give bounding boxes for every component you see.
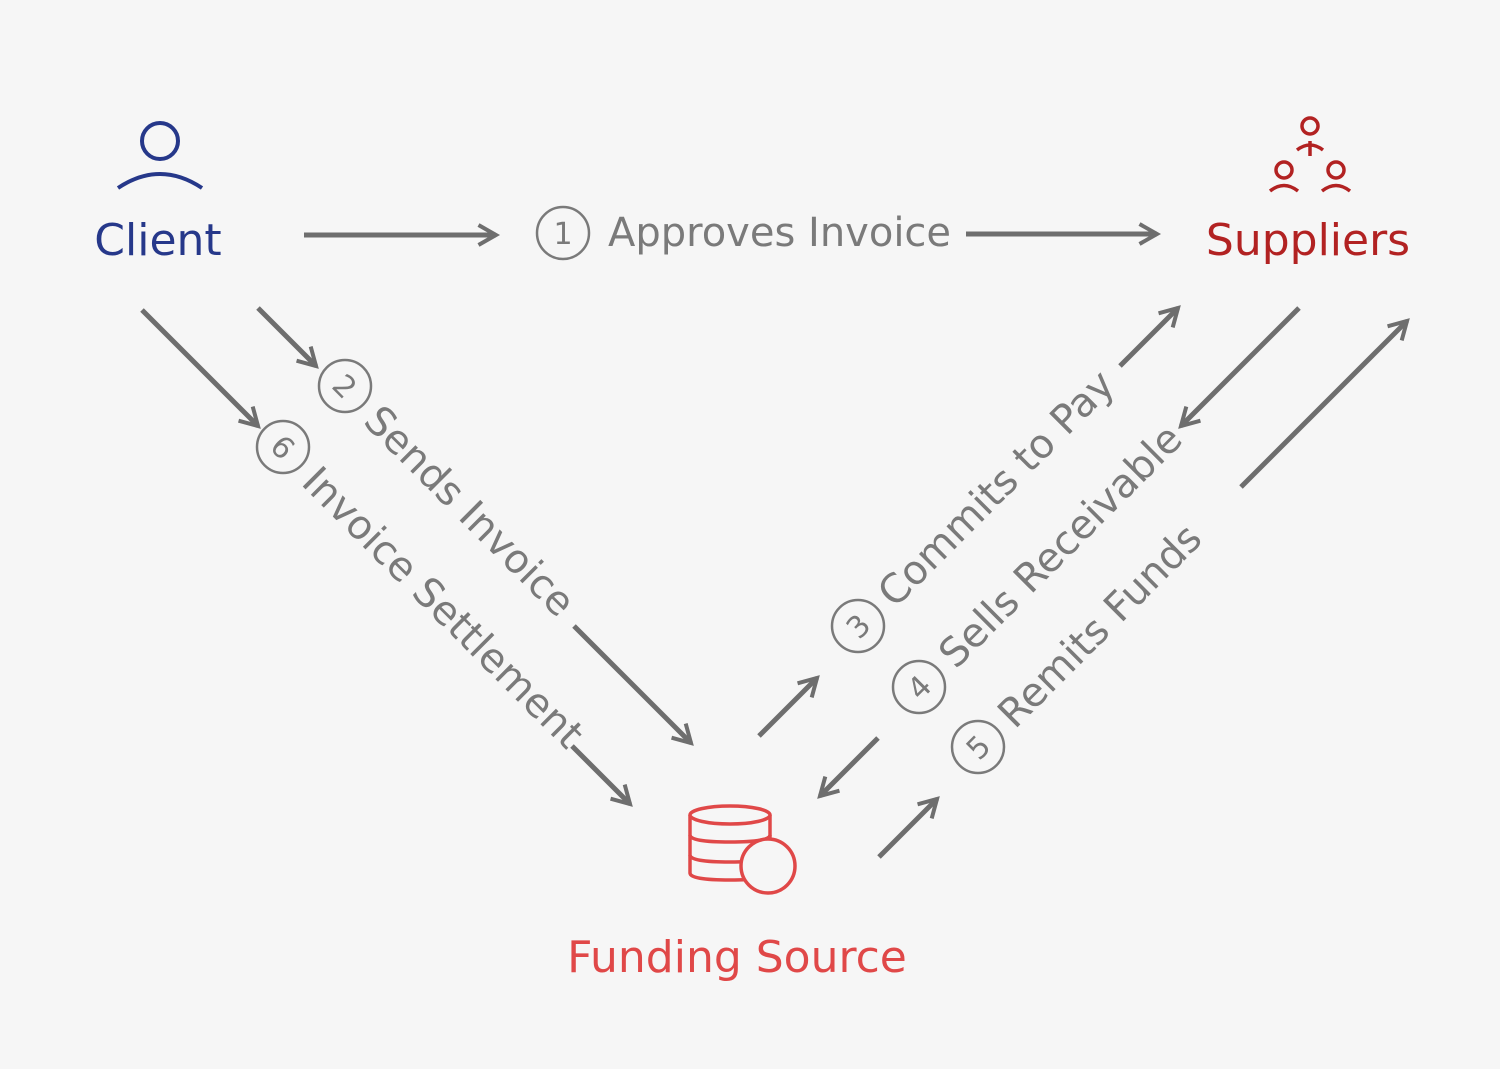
step-3-number: 3 [840, 608, 878, 646]
step-6-number: 6 [263, 429, 301, 467]
arrow-5a [877, 796, 940, 859]
arrow-4b [817, 736, 880, 799]
arrow-2b [572, 624, 694, 746]
step-4-badge [891, 659, 947, 715]
step-6-badge [255, 419, 311, 475]
step-5-number: 5 [960, 729, 998, 767]
arrow-5b [1239, 318, 1410, 489]
people-network-icon [1268, 116, 1352, 193]
step-5-badge [950, 719, 1006, 775]
step-1-number: 1 [553, 217, 572, 252]
person-icon [116, 121, 204, 190]
arrow-6a [140, 308, 261, 429]
arrow-3a [757, 675, 820, 738]
step-1: 1 Approves Invoice [535, 205, 951, 261]
database-coins-icon [688, 804, 797, 895]
arrow-6b [570, 744, 633, 807]
step-1-badge [535, 205, 591, 261]
step-2-badge [317, 358, 373, 414]
suppliers-label: Suppliers [1206, 215, 1410, 266]
arrow-2a [256, 306, 319, 369]
arrow-4a [1178, 306, 1301, 429]
step-2-number: 2 [325, 368, 363, 406]
client-label: Client [94, 215, 221, 266]
arrow-3b [1118, 305, 1181, 368]
step-2-label: Sends Invoice [355, 397, 584, 626]
funding-source-label: Funding Source [567, 932, 907, 983]
step-4-number: 4 [901, 669, 939, 707]
step-1-label: Approves Invoice [608, 210, 951, 256]
step-5-label: Remits Funds [989, 515, 1211, 737]
step-3-badge [830, 598, 886, 654]
